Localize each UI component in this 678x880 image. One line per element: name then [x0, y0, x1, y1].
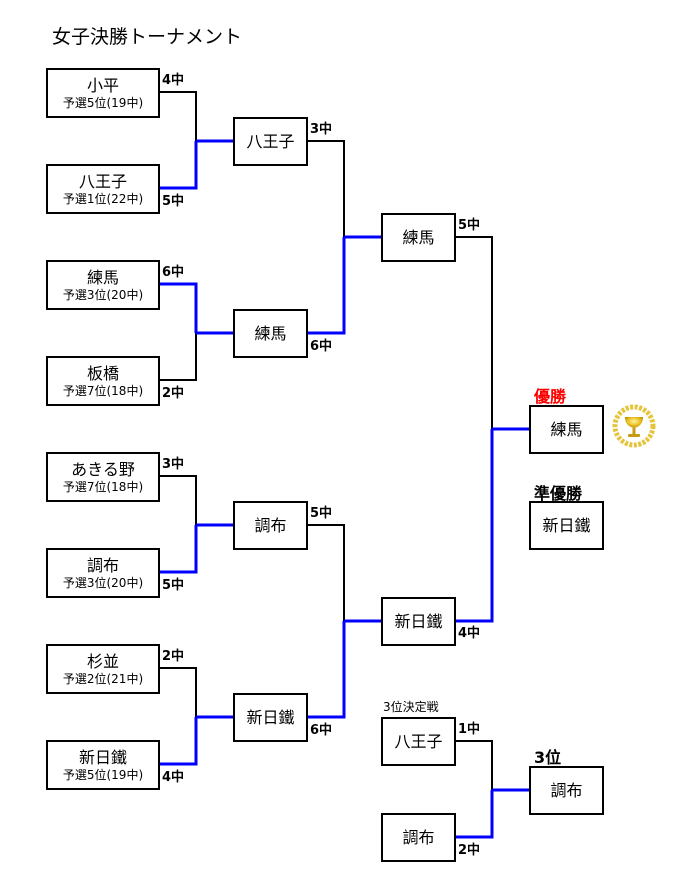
seed-info: 予選7位(18中): [62, 383, 144, 398]
seed-info: 予選2位(21中): [62, 671, 144, 686]
connector-line: [159, 475, 197, 525]
round1-team-box: 板橋 予選7位(18中): [46, 356, 160, 406]
team-name: 新日鐵: [78, 747, 127, 767]
team-name: 練馬: [402, 228, 435, 247]
team-name: 八王子: [394, 732, 443, 751]
connector-line: [159, 282, 198, 333]
seed-info: 予選3位(20中): [62, 287, 144, 302]
connector-line: [159, 141, 198, 190]
third-place-match-label: 3位決定戦: [383, 700, 439, 714]
team-name: 新日鐵: [542, 516, 591, 535]
score: 6中: [310, 723, 333, 738]
team-name: 板橋: [86, 363, 119, 383]
semifinal-team-box: 練馬: [381, 213, 456, 262]
score: 2中: [162, 386, 185, 401]
score: 4中: [162, 73, 185, 88]
connector-line: [455, 740, 493, 790]
round1-team-box: 練馬 予選3位(20中): [46, 260, 160, 310]
connector-line: [307, 621, 346, 719]
third-place-team-box: 八王子: [381, 717, 456, 766]
team-name: 新日鐵: [394, 612, 443, 631]
score: 4中: [162, 770, 185, 785]
score: 6中: [310, 339, 333, 354]
score: 2中: [458, 843, 481, 858]
round1-team-box: 調布 予選3位(20中): [46, 548, 160, 598]
score: 2中: [162, 649, 185, 664]
team-name: 練馬: [254, 324, 287, 343]
team-name: あきる野: [71, 459, 135, 479]
seed-info: 予選5位(19中): [62, 95, 144, 110]
round1-team-box: 新日鐵 予選5位(19中): [46, 740, 160, 790]
round1-team-box: 杉並 予選2位(21中): [46, 644, 160, 694]
team-name: 練馬: [550, 420, 583, 439]
third-place-label: 3位: [534, 748, 562, 767]
score: 4中: [458, 626, 481, 641]
connector-line: [455, 236, 493, 429]
connector-line: [159, 667, 197, 717]
third-place-team-box: 調布: [381, 813, 456, 862]
round1-team-box: 八王子 予選1位(22中): [46, 164, 160, 214]
team-name: 調布: [86, 555, 119, 575]
round2-team-box: 調布: [233, 501, 308, 550]
team-name: 調布: [550, 781, 583, 800]
connector-line: [159, 525, 198, 574]
seed-info: 予選7位(18中): [62, 479, 144, 494]
team-name: 小平: [86, 75, 119, 95]
team-name: 新日鐵: [246, 708, 295, 727]
trophy-icon: [612, 404, 656, 448]
connector-line: [455, 429, 494, 623]
champion-label: 優勝: [534, 387, 567, 406]
runner-up-label: 準優勝: [534, 484, 583, 503]
team-name: 杉並: [86, 651, 119, 671]
champion-box: 練馬: [529, 405, 604, 454]
connector-line: [455, 790, 494, 839]
connector-line: [307, 140, 345, 237]
runner-up-box: 新日鐵: [529, 501, 604, 550]
score: 3中: [162, 457, 185, 472]
score: 5中: [310, 506, 333, 521]
score: 6中: [162, 265, 185, 280]
round2-team-box: 練馬: [233, 309, 308, 358]
score: 5中: [458, 218, 481, 233]
team-name: 調布: [254, 516, 287, 535]
score: 5中: [162, 578, 185, 593]
score: 1中: [458, 722, 481, 737]
seed-info: 予選1位(22中): [62, 191, 144, 206]
connector-line: [159, 717, 198, 766]
connector-line: [159, 333, 197, 381]
team-name: 調布: [402, 828, 435, 847]
round1-team-box: 小平 予選5位(19中): [46, 68, 160, 118]
team-name: 八王子: [78, 171, 127, 191]
seed-info: 予選3位(20中): [62, 575, 144, 590]
score: 3中: [310, 122, 333, 137]
round2-team-box: 八王子: [233, 117, 308, 166]
connector-line: [159, 91, 197, 141]
third-place-result-box: 調布: [529, 766, 604, 815]
team-name: 八王子: [246, 132, 295, 151]
connector-line: [307, 524, 345, 621]
round2-team-box: 新日鐵: [233, 693, 308, 742]
score: 5中: [162, 194, 185, 209]
seed-info: 予選5位(19中): [62, 767, 144, 782]
team-name: 練馬: [86, 267, 119, 287]
round1-team-box: あきる野 予選7位(18中): [46, 452, 160, 502]
connector-line: [307, 237, 346, 335]
semifinal-team-box: 新日鐵: [381, 597, 456, 646]
page-title: 女子決勝トーナメント: [52, 26, 243, 48]
